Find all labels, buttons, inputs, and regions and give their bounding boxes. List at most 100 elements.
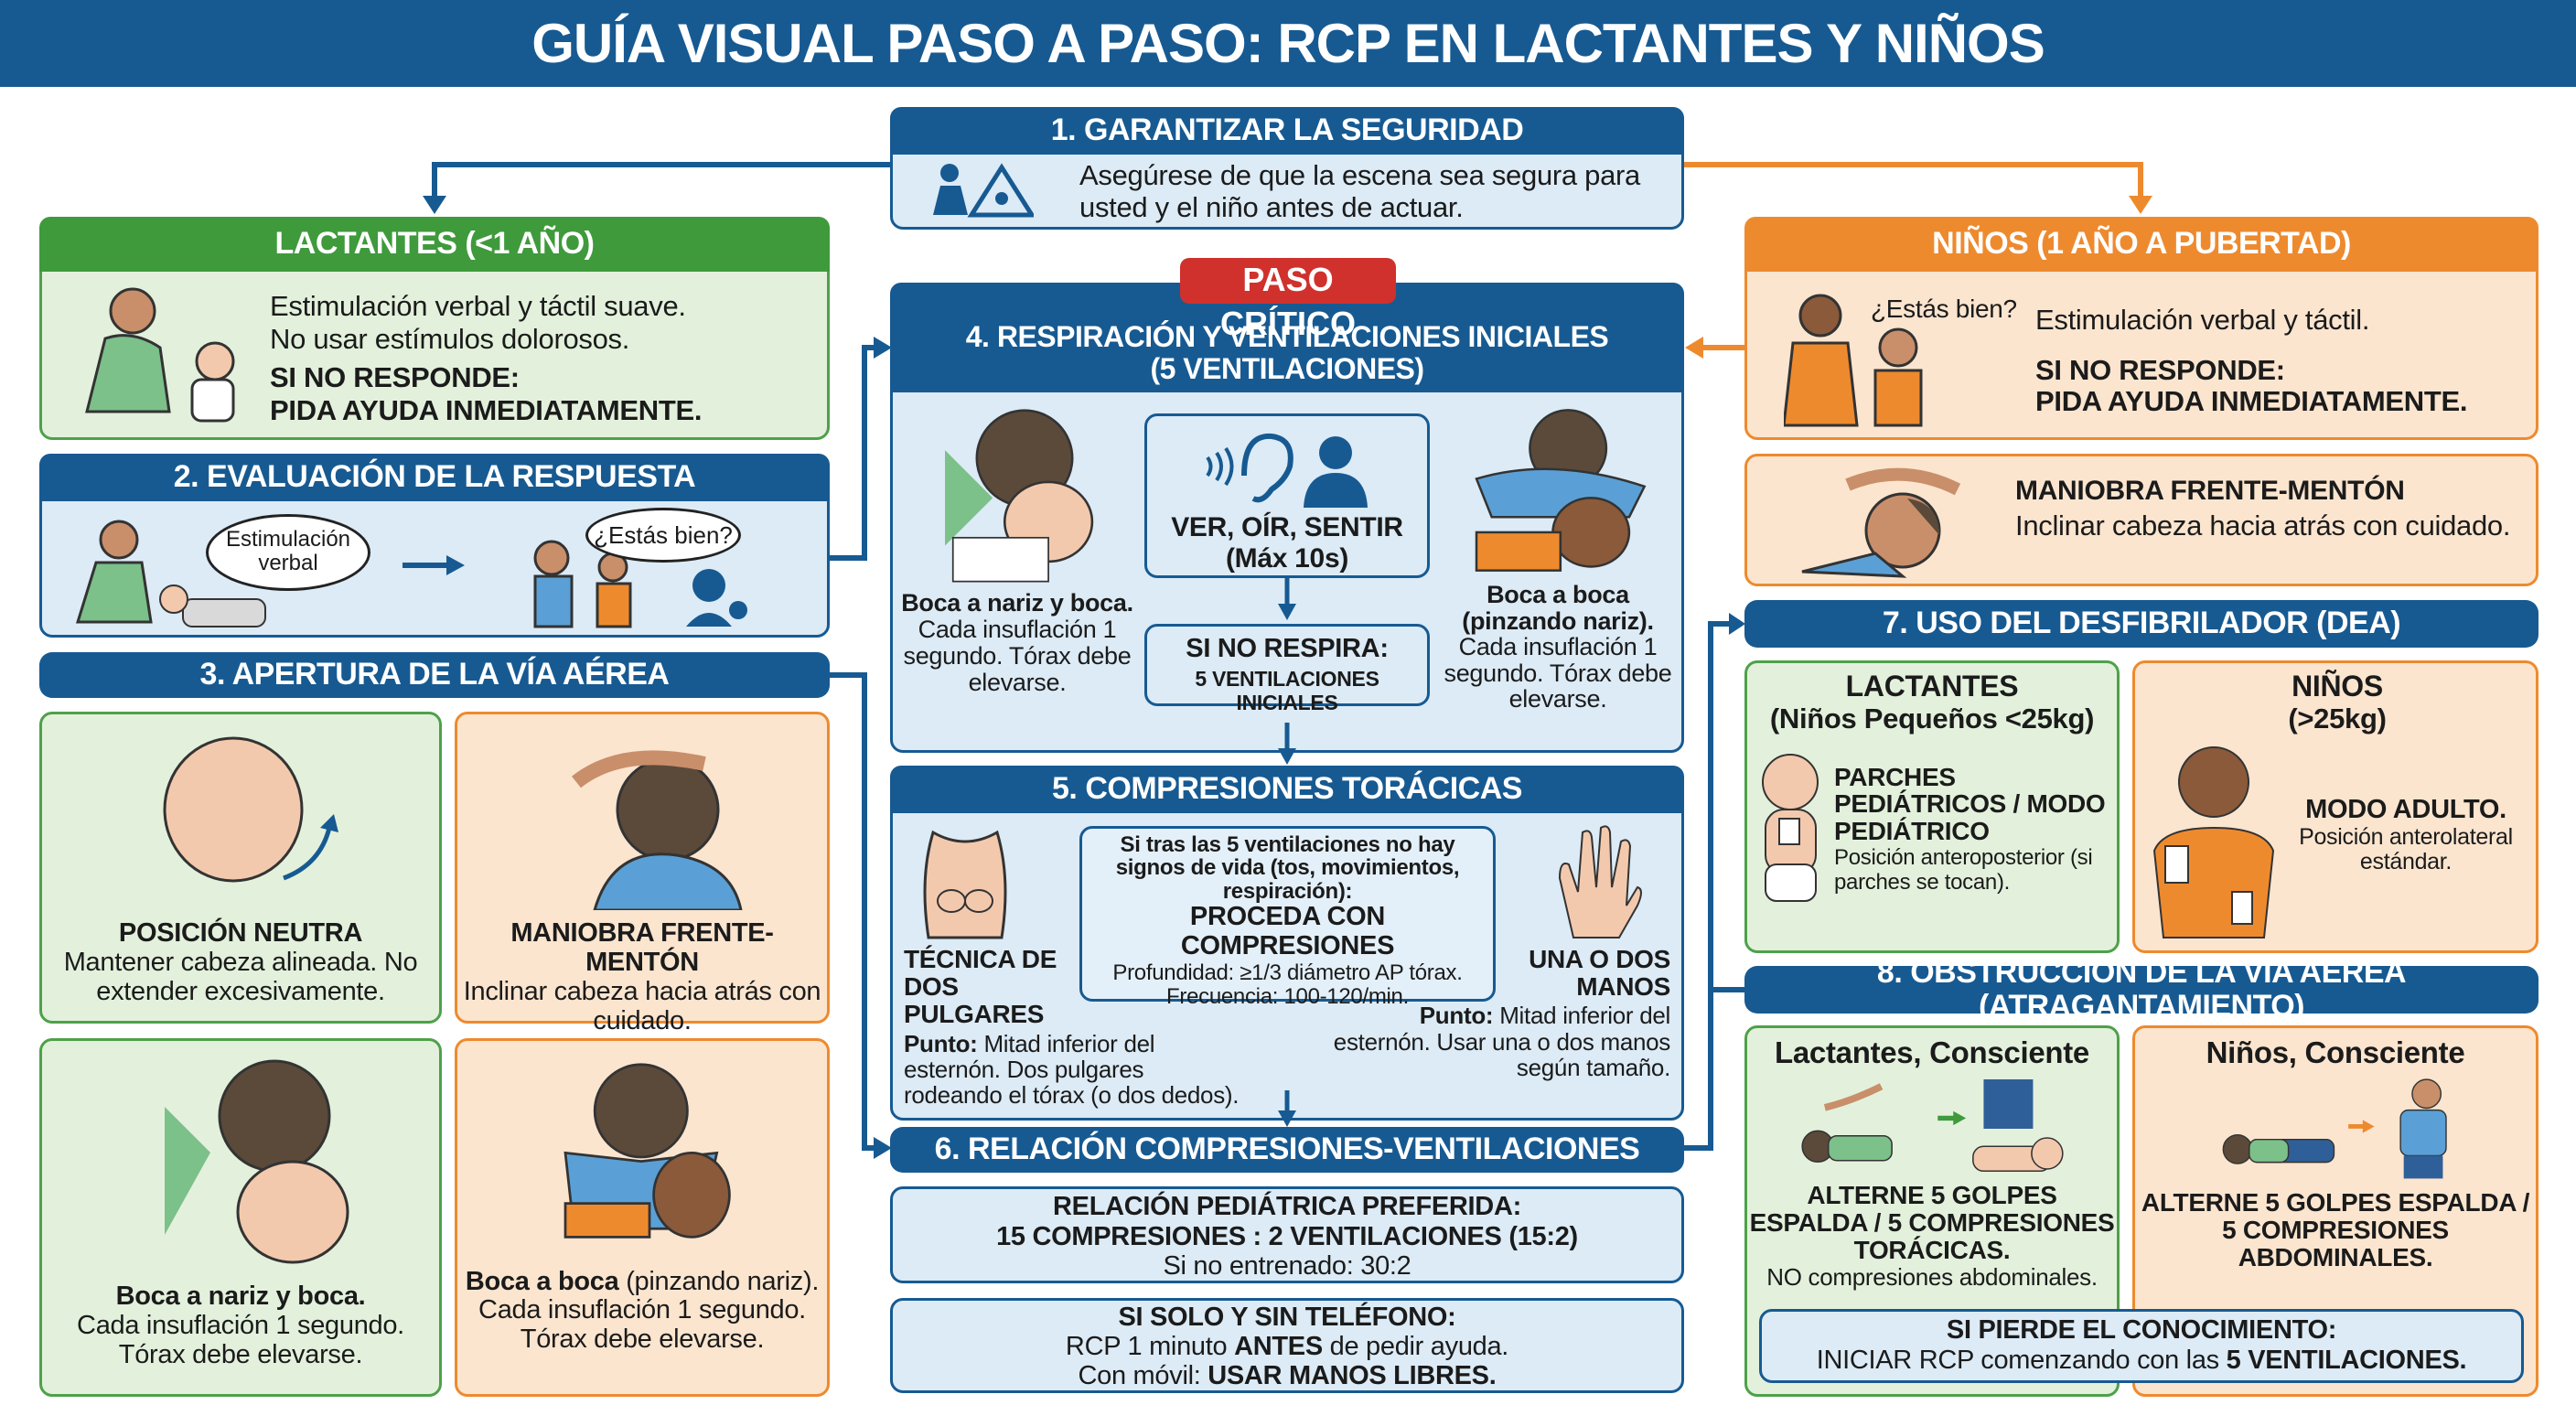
choking-child-title: Niños, Consciente (2206, 1035, 2465, 1069)
step1-text: Asegúrese de que la escena sea segura pa… (1079, 159, 1641, 223)
alone-box (890, 1298, 1684, 1393)
alone-title: SI SOLO Y SIN TELÉFONO: (1118, 1303, 1456, 1332)
ear-and-person-icon (1206, 433, 1368, 508)
speech-bubble-verbal: Estimulación verbal (206, 514, 370, 591)
children-bubble: ¿Estás bien? (1871, 295, 2017, 323)
infants-line3: SI NO RESPONDE: (270, 361, 520, 393)
help-person-icon (686, 569, 747, 627)
infant-verbal-illustration (75, 520, 266, 627)
infants-line4: PIDA AYUDA INMEDIATAMENTE. (270, 394, 703, 426)
infant-pads-illustration (1762, 754, 1819, 902)
step6-header: 6. RELACIÓN COMPRESIONES-VENTILACIONES (890, 1127, 1684, 1173)
alone-line1: RCP 1 minuto ANTES de pedir ayuda. (890, 1332, 1684, 1361)
step3-card1-text: Mantener cabeza alineada. No extender ex… (63, 947, 418, 1006)
unconscious-text-a: INICIAR RCP comenzando con las (1816, 1346, 2227, 1375)
child-head-tilt-illustration (1801, 467, 1961, 578)
step3-card4-title: Boca a boca (pinzando nariz). (460, 1267, 824, 1296)
ratio-untrained: Si no entrenado: 30:2 (1163, 1251, 1411, 1281)
hands-illustration (1558, 825, 1642, 938)
aed-child-text: Posición anterolateral estándar. (2299, 823, 2513, 875)
child-abdominal-thrusts-illustration (2222, 1078, 2447, 1179)
step4-right-text: Cada insuflación 1 segundo. Tórax debe e… (1444, 633, 1672, 713)
alone-line1-c: de pedir ayuda. (1322, 1332, 1509, 1361)
hands-title: UNA O DOS MANOS (1529, 945, 1670, 1002)
step4-right-title: Boca a boca (pinzando nariz). (1462, 581, 1654, 635)
children-maneuver-title: MANIOBRA FRENTE-MENTÓN (2015, 476, 2405, 506)
hands-caption: UNA O DOS MANOS Punto: Mitad inferior de… (1326, 945, 1671, 1081)
step4-right-caption: Boca a boca (pinzando nariz). Cada insuf… (1438, 582, 1678, 713)
ratio-title: RELACIÓN PEDIÁTRICA PREFERIDA: (1053, 1192, 1521, 1221)
five-initial-breaths: 5 VENTILACIONES INICIALES (1195, 667, 1379, 714)
unconscious-box (1759, 1309, 2524, 1383)
step3-card3-caption: Boca a nariz y boca. Cada insuflación 1 … (48, 1282, 433, 1370)
aed-infant-caption: PARCHES PEDIÁTRICOS / MODO PEDIÁTRICO Po… (1834, 764, 2113, 895)
step3-card2-caption: MANIOBRA FRENTE-MENTÓN Inclinar cabeza h… (460, 918, 824, 1036)
ratio-box (890, 1186, 1684, 1283)
choking-child-caption: ALTERNE 5 GOLPES ESPALDA / 5 COMPRESIONE… (2135, 1189, 2536, 1271)
if-not-breathing-box (1144, 624, 1430, 706)
step3-card1-caption: POSICIÓN NEUTRA Mantener cabeza alineada… (48, 918, 433, 1007)
aed-child-sub: (>25kg) (2288, 702, 2387, 735)
alone-line1-a: RCP 1 minuto (1065, 1332, 1235, 1361)
step3-card2-title: MANIOBRA FRENTE-MENTÓN (510, 918, 774, 977)
speech-bubble-question: ¿Estás bien? (585, 508, 741, 563)
step3-card3-text: Cada insuflación 1 segundo. Tórax debe e… (77, 1310, 404, 1369)
compressions-info-box (1079, 826, 1496, 1002)
infants-line1: Estimulación verbal y táctil suave. (270, 290, 686, 322)
neutral-head-illustration (163, 736, 338, 883)
arrow-right-icon (402, 555, 465, 575)
step3-card2-text: Inclinar cabeza hacia atrás con cuidado. (463, 976, 821, 1035)
proceed-compressions: PROCEDA CON COMPRESIONES (1180, 902, 1395, 961)
two-thumb-text: Punto: Mitad inferior del esternón. Dos … (904, 1031, 1244, 1108)
choking-infant-caption: ALTERNE 5 GOLPES ESPALDA / 5 COMPRESIONE… (1747, 1182, 2117, 1290)
unconscious-title: SI PIERDE EL CONOCIMIENTO: (1946, 1315, 2337, 1345)
choking-child-instr: ALTERNE 5 GOLPES ESPALDA / 5 COMPRESIONE… (2141, 1188, 2530, 1271)
infant-stimulation-illustration (85, 287, 235, 423)
step3-card1-title: POSICIÓN NEUTRA (118, 918, 363, 948)
infant-breath-illustration (945, 409, 1094, 583)
step5-header: 5. COMPRESIONES TORÁCICAS (890, 766, 1684, 813)
compressions-condition: Si tras las 5 ventilaciones no hay signo… (1115, 832, 1460, 904)
choking-infant-note: NO compresiones abdominales. (1766, 1262, 2098, 1291)
infant-back-blows-illustration (1801, 1079, 2064, 1173)
unconscious-text: INICIAR RCP comenzando con las 5 VENTILA… (1759, 1346, 2524, 1375)
children-line1: Estimulación verbal y táctil. (2035, 304, 2370, 336)
step3-card3-title: Boca a nariz y boca. (115, 1282, 366, 1311)
step3-card4-title-bold: Boca a boca (465, 1267, 619, 1296)
children-maneuver-text: Inclinar cabeza hacia atrás con cuidado. (2015, 509, 2511, 542)
hands-label: Punto: (1419, 1002, 1494, 1030)
child-rescue-breath-illustration (564, 1063, 731, 1239)
infants-line2: No usar estímulos dolorosos. (270, 323, 630, 355)
step4-left-caption: Boca a nariz y boca. Cada insuflación 1 … (895, 589, 1140, 697)
safety-icon (933, 163, 1034, 218)
critical-step-badge: PASO CRÍTICO (1180, 258, 1396, 342)
two-thumb-illustration (923, 830, 1007, 939)
aed-child-title: NIÑOS (2292, 670, 2383, 702)
hands-desc: Mitad inferior del esternón. Usar una o … (1333, 1002, 1671, 1081)
two-thumb-title: TÉCNICA DE DOS PULGARES (904, 945, 1057, 1029)
step2-header: 2. EVALUACIÓN DE LA RESPUESTA (39, 454, 830, 501)
step4-left-title: Boca a nariz y boca. (901, 589, 1133, 617)
aed-infant-card (1744, 660, 2120, 953)
arrow-down-icon (1278, 1090, 1296, 1127)
step4-subtitle: (5 VENTILACIONES) (1150, 352, 1424, 385)
step3-header: 3. APERTURA DE LA VÍA AÉREA (39, 652, 830, 698)
compression-depth: Profundidad: ≥1/3 diámetro AP tórax. (1112, 960, 1463, 986)
two-thumb-desc: Mitad inferior del esternón. Dos pulgare… (904, 1029, 1240, 1109)
step3-card4-text: Cada insuflación 1 segundo. Tórax debe e… (478, 1295, 806, 1354)
step3-card4-caption: Boca a boca (pinzando nariz). Cada insuf… (460, 1267, 824, 1354)
if-not-breathing: SI NO RESPIRA: (1186, 634, 1389, 663)
alone-line2-a: Con móvil: (1078, 1361, 1208, 1390)
two-thumb-caption: TÉCNICA DE DOS PULGARES Punto: Mitad inf… (904, 945, 1244, 1108)
arrow-down-icon (1278, 723, 1296, 765)
choking-infant-instr: ALTERNE 5 GOLPES ESPALDA / 5 COMPRESIONE… (1749, 1181, 2115, 1264)
ratio-value: 15 COMPRESIONES : 2 VENTILACIONES (15:2) (996, 1222, 1578, 1251)
two-thumb-label: Punto: (904, 1029, 978, 1057)
children-line2: SI NO RESPONDE: (2035, 354, 2285, 386)
step8-header: 8. OBSTRUCCIÓN DE LA VÍA AÉREA (ATRAGANT… (1744, 955, 2538, 1024)
child-verbal-illustration (533, 540, 632, 628)
child-pads-illustration (2152, 746, 2275, 938)
max-time: (Máx 10s) (1225, 543, 1349, 574)
page-title: GUÍA VISUAL PASO A PASO: RCP EN LACTANTE… (0, 0, 2576, 87)
compression-rate: Frecuencia: 100-120/min. (1166, 983, 1409, 1009)
